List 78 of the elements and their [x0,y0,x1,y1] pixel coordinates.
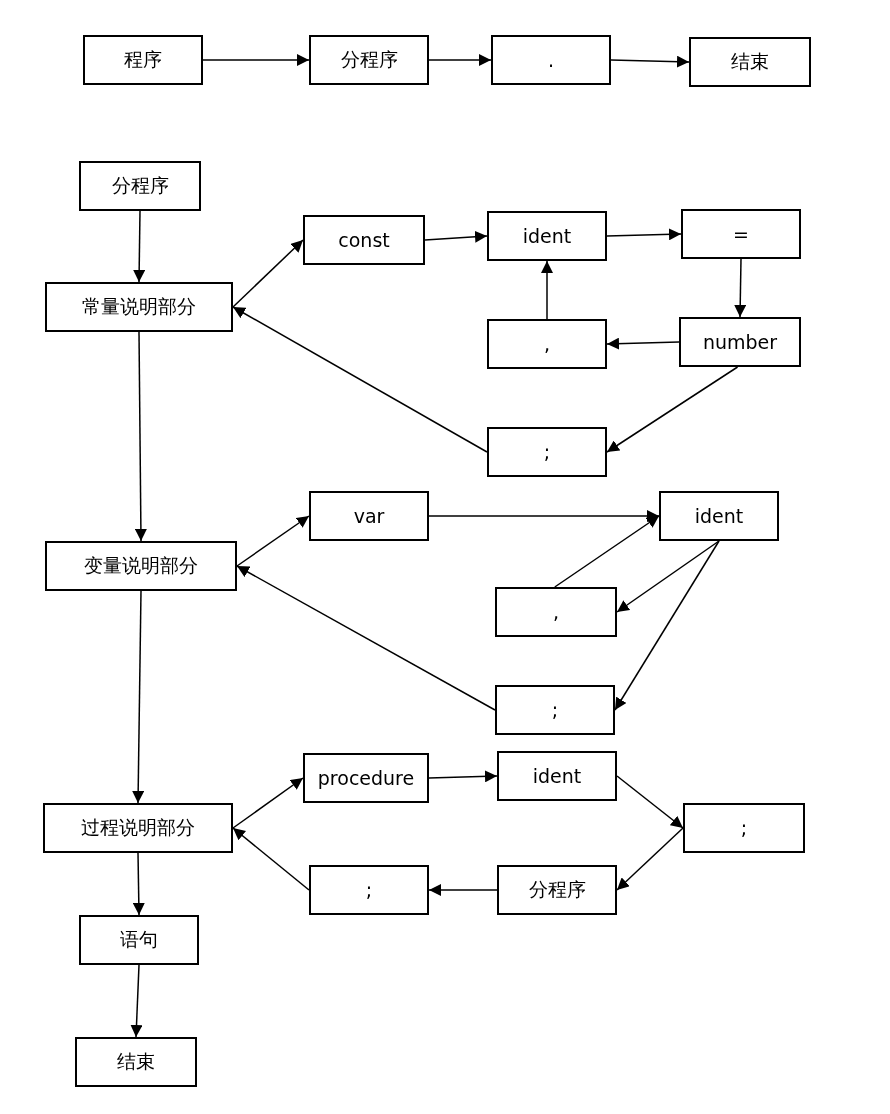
node-label: const [338,229,390,251]
arrow [616,540,720,613]
arrow [236,515,310,567]
syntax-box [689,37,811,87]
node-label: ident [694,505,744,527]
arrow [610,55,690,68]
arrow [428,770,498,783]
arrow [606,337,680,350]
arrow [616,827,684,891]
syntax-box [487,319,607,369]
node-label: , [543,333,550,355]
arrow [130,964,143,1038]
arrow [424,230,488,243]
node-label: 结束 [117,1049,155,1074]
node-label: number [702,331,778,353]
syntax-box [45,541,237,591]
arrow [236,565,496,711]
syntax-box [309,35,429,85]
arrow [606,366,739,453]
syntax-box [487,211,607,261]
arrow [232,306,488,453]
node-label: 结束 [731,49,769,74]
node-label: ident [532,765,582,787]
node-label: 分程序 [340,47,398,72]
arrow [606,228,682,241]
arrow [614,540,720,711]
syntax-box [83,35,203,85]
syntax-box [303,753,429,803]
arrow [133,210,146,283]
syntax-box [497,865,617,915]
syntax-box [659,491,779,541]
syntax-box [495,685,615,735]
node-label: var [353,505,385,527]
arrow [734,258,747,318]
arrow [554,515,660,588]
syntax-box [75,1037,197,1087]
node-label: 程序 [124,47,162,72]
syntax-box [487,427,607,477]
syntax-box [491,35,611,85]
node-label: 常量说明部分 [82,294,196,319]
arrow [616,775,684,829]
syntax-box [681,209,801,259]
syntax-box [303,215,425,265]
arrow [428,54,492,66]
arrow [232,777,304,829]
arrow [232,239,304,308]
syntax-box [45,282,233,332]
node-label: procedure [317,767,415,789]
arrow [202,54,310,66]
node-label: = [733,223,749,245]
arrow [132,852,145,916]
arrow [134,331,147,542]
node-label: ; [365,879,373,901]
syntax-box [495,587,617,637]
syntax-box [497,751,617,801]
syntax-box [79,161,201,211]
node-label: 分程序 [111,173,169,198]
node-label: ; [543,441,551,463]
arrow [428,884,498,896]
node-label: 变量说明部分 [84,553,198,578]
node-label: . [547,49,554,71]
arrow [232,827,310,891]
syntax-box [309,491,429,541]
node-label: 过程说明部分 [81,815,195,840]
syntax-box [679,317,801,367]
node-label: 语句 [120,927,158,952]
arrow [428,510,660,522]
node-label: ; [551,699,559,721]
syntax-box [43,803,233,853]
node-label: ; [740,817,748,839]
node-label: 分程序 [528,877,586,902]
syntax-box [683,803,805,853]
syntax-box [309,865,429,915]
arrow [132,590,145,804]
arrow [541,260,553,320]
syntax-box [79,915,199,965]
node-label: , [552,601,559,623]
node-label: ident [522,225,572,247]
